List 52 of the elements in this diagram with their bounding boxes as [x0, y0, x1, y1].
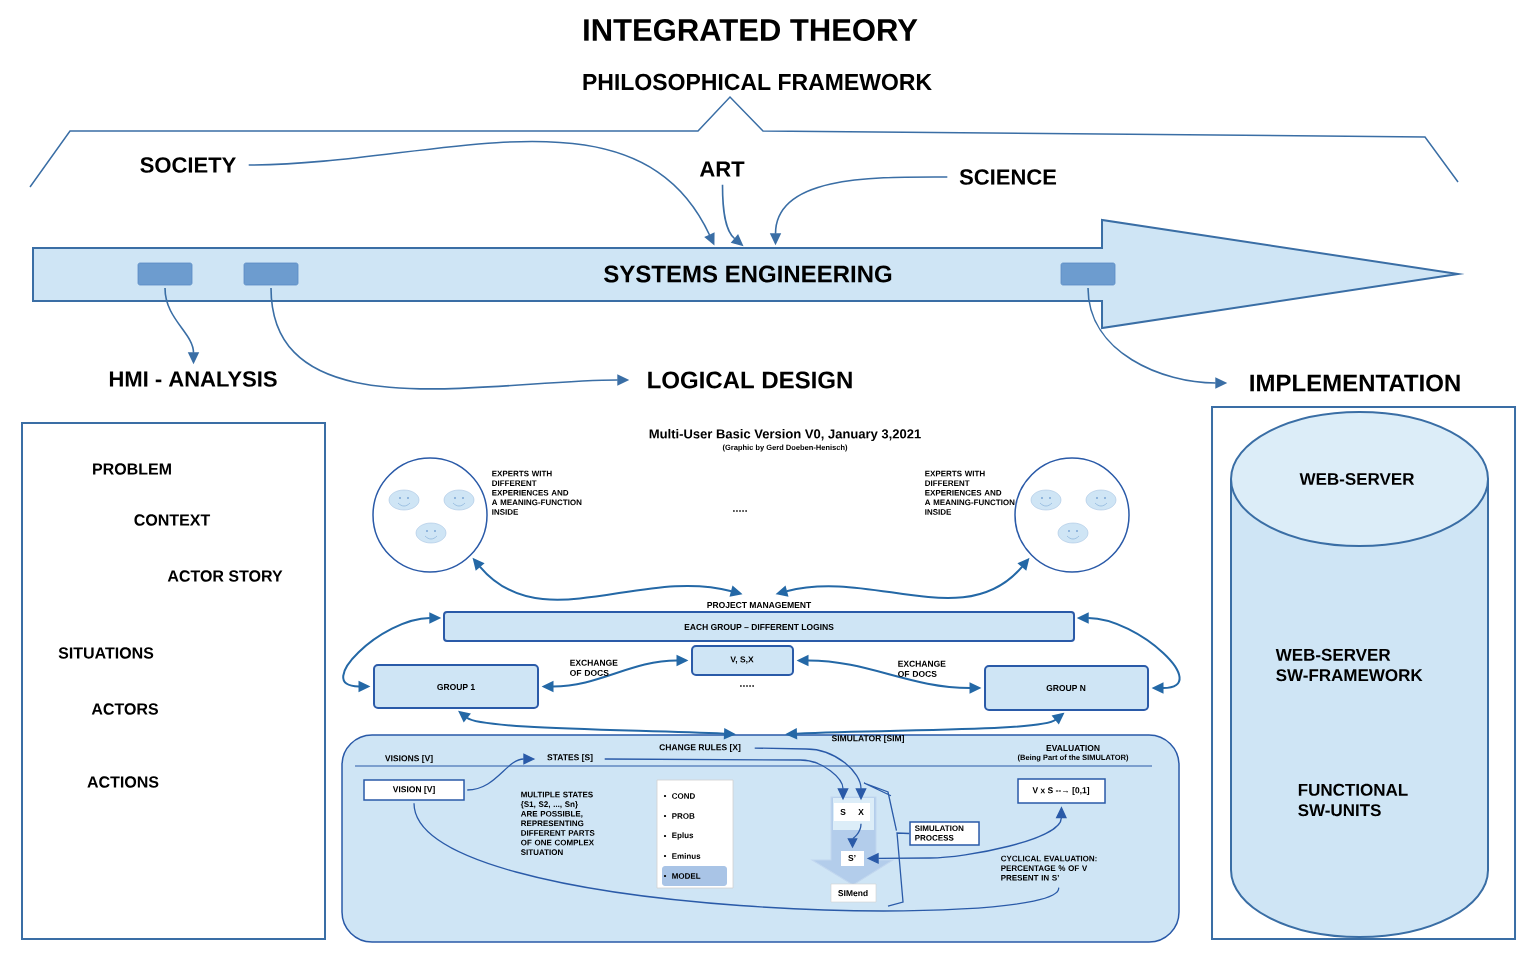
heading-text: PROJECT MANAGEMENT — [707, 602, 812, 608]
process-box: VISION [V] — [363, 779, 465, 801]
list-item: COND — [663, 793, 695, 799]
step-label: ACTOR STORY — [167, 570, 283, 582]
heading-text: EVALUATION — [1046, 745, 1100, 751]
ellipsis: ..... — [733, 510, 747, 512]
node-label: X — [858, 809, 864, 815]
topic-label: SOCIETY — [140, 157, 236, 173]
caption-text: EXPERTS WITH DIFFERENT EXPERIENCES AND A MEANING-FUNCTION INSIDE — [924, 470, 1015, 515]
step-label: PROBLEM — [93, 463, 171, 475]
step-label: SITUATIONS — [58, 647, 154, 659]
topic-label: ART — [699, 161, 745, 177]
label-text: CHANGE RULES [X] — [659, 744, 741, 752]
list-item: PROB — [663, 813, 695, 819]
process-box: V, S,X — [691, 645, 794, 676]
step-label: ACTORS — [91, 703, 158, 715]
phase-label: IMPLEMENTATION — [1250, 374, 1460, 392]
state-box: S — [834, 803, 852, 821]
process-box: SIMULATION PROCESS — [909, 821, 980, 846]
edge-label: EXCHANGE OF DOCS — [898, 660, 946, 677]
process-box: SIMend — [830, 883, 877, 903]
phase-label: HMI - ANALYSIS — [109, 371, 277, 387]
note-text: CYCLICAL EVALUATION: PERCENTAGE % OF V PRESENT IN S’ — [1001, 855, 1097, 881]
subtitle-text: Multi-User Basic Version V0, January 3,2021 — [649, 428, 921, 442]
edge-label: EXCHANGE OF DOCS — [570, 659, 618, 676]
phase-label: LOGICAL DESIGN — [648, 371, 852, 389]
process-box: GROUP 1 — [373, 664, 539, 709]
label-text: STATES [S] — [547, 754, 593, 762]
process-box: EACH GROUP – DIFFERENT LOGINS — [443, 611, 1075, 642]
node-label: S — [840, 809, 846, 816]
bracket — [863, 782, 910, 907]
marker-box — [243, 262, 299, 286]
connector-line — [413, 802, 1060, 912]
state-box: S’ — [841, 851, 864, 866]
list-item: MODEL — [662, 866, 727, 886]
step-label: CONTEXT — [134, 514, 211, 526]
ellipsis: ..... — [740, 685, 754, 687]
subtitle-text: PHILOSOPHICAL FRAMEWORK — [583, 73, 932, 91]
heading-text: VISIONS [V] — [385, 755, 433, 763]
heading-text: SIMULATOR [SIM] — [831, 735, 904, 743]
list-item: Eplus — [663, 832, 694, 840]
title-text: INTEGRATED THEORY — [584, 19, 918, 41]
marker-box — [1060, 262, 1116, 286]
step-label: ACTIONS — [87, 776, 159, 788]
process-box: GROUP N — [984, 665, 1149, 711]
note-text: MULTIPLE STATES {S1, S2, ..., Sn} ARE POSSIBLE, REPRESENTING DIFFERENT PARTS OF ONE COMPLEX SITUATION — [520, 791, 595, 855]
topic-label: SCIENCE — [959, 169, 1057, 185]
list-item: Eminus — [663, 853, 701, 859]
state-box: X — [852, 803, 870, 821]
caption-text: EXPERTS WITH DIFFERENT EXPERIENCES AND A MEANING-FUNCTION INSIDE — [491, 470, 582, 515]
marker-box — [137, 262, 193, 286]
process-box: V x S --→ [0,1] — [1017, 778, 1106, 804]
